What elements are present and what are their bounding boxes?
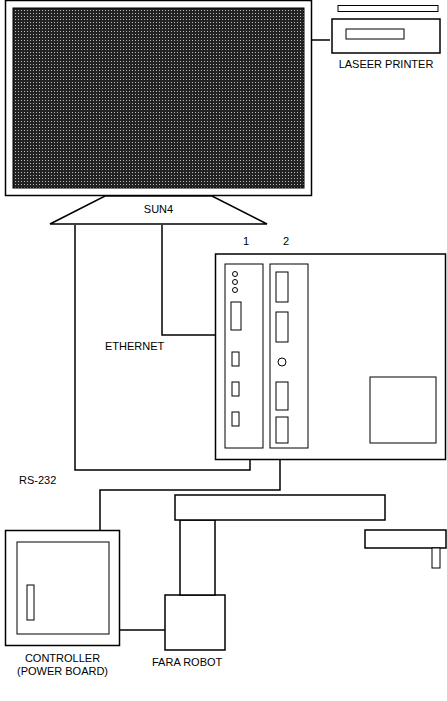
cable-line xyxy=(312,39,330,41)
node-label: 1 xyxy=(239,235,253,248)
cable-label: RS-232 xyxy=(18,474,57,486)
workstation-monitor: SUN4 xyxy=(5,0,312,225)
node-outline xyxy=(140,492,446,682)
node-label: CONTROLLER (POWER BOARD) xyxy=(5,652,120,677)
node-label: FARA ROBOT xyxy=(152,656,272,669)
node-outline xyxy=(215,232,446,460)
node-outline xyxy=(5,0,312,225)
cable-line xyxy=(120,629,140,631)
laser-printer: LASEER PRINTER xyxy=(330,5,442,73)
robot-controller: CONTROLLER (POWER BOARD) xyxy=(5,530,120,690)
node-label: LASEER PRINTER xyxy=(330,58,442,71)
cable-line xyxy=(162,225,215,335)
node-label: 2 xyxy=(279,235,293,248)
node-label: SUN4 xyxy=(5,203,312,216)
cable-label: ETHERNET xyxy=(104,340,165,352)
vme-chassis: 12 xyxy=(215,232,446,460)
scara-robot: FARA ROBOT xyxy=(140,492,446,682)
